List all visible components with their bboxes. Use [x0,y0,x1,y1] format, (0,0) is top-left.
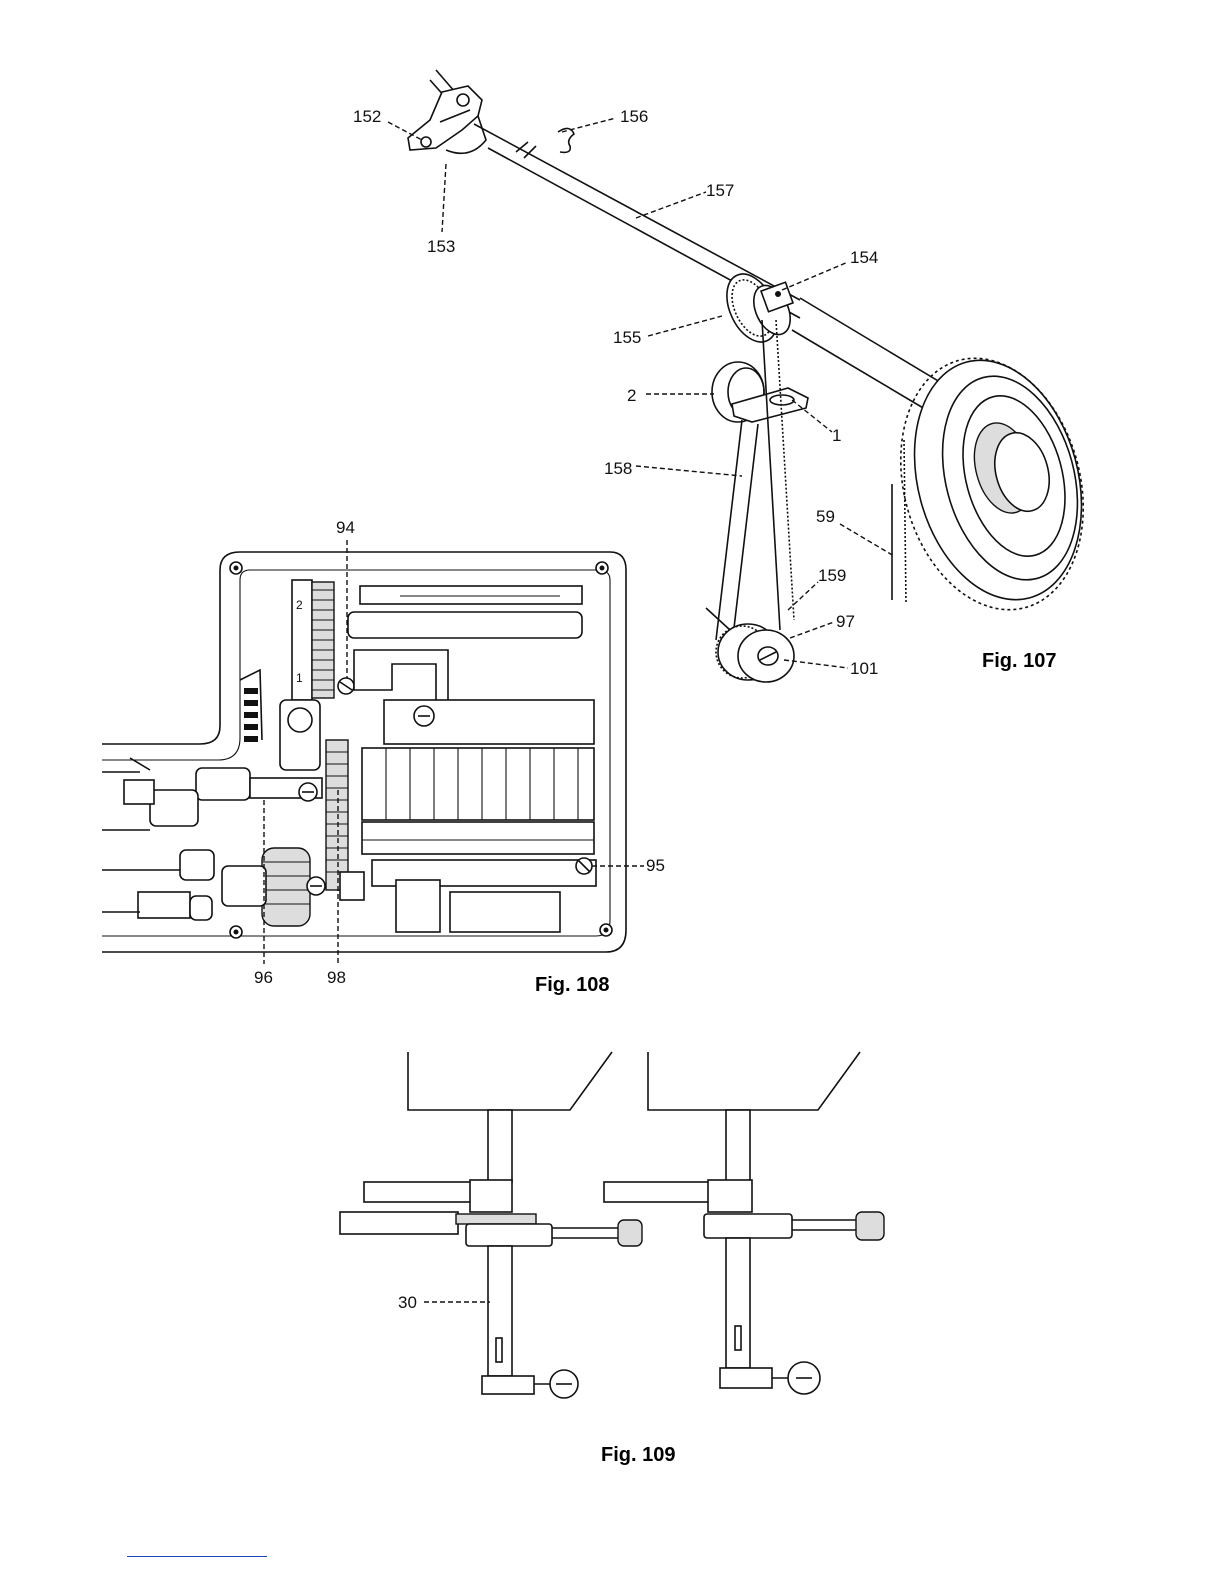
label-97: 97 [836,612,855,631]
presser-assembly-left [340,1052,642,1398]
label-158: 158 [604,459,632,478]
caption-fig-109: Fig. 109 [601,1444,675,1466]
label-59: 59 [816,507,835,526]
gear-train [326,740,364,900]
caption-fig-108: Fig. 108 [535,974,609,996]
figure-109: 30 Fig. 109 [340,1052,884,1466]
lower-pulley [706,608,794,682]
main-shaft [474,124,940,412]
label-154: 154 [850,248,878,267]
label-2: 2 [627,386,636,405]
label-94: 94 [336,518,355,537]
base-rails [102,758,180,912]
screw-94 [338,678,354,694]
label-156: 156 [620,107,648,126]
label-30: 30 [398,1293,417,1312]
label-98: 98 [327,968,346,987]
knurled-wheel [138,848,325,926]
screw-95 [576,858,592,874]
label-155: 155 [613,328,641,347]
label-153: 153 [427,237,455,256]
caption-fig-107: Fig. 107 [982,650,1056,672]
shaft-clamp [408,86,486,153]
dial-mark-1: 1 [296,671,303,685]
lower-plate [372,860,596,932]
presser-assembly-right [604,1052,884,1394]
label-1: 1 [832,426,841,445]
handwheel-belt [892,440,906,604]
handwheel [874,338,1110,631]
cam-stack [362,700,594,854]
label-152: 152 [353,107,381,126]
label-159: 159 [818,566,846,585]
label-95: 95 [646,856,665,875]
top-rail [348,586,582,638]
retaining-ring-156 [558,128,574,152]
winder-pulley [712,362,808,422]
footnote-rule [127,1556,267,1557]
spring [244,688,258,742]
dial-mark-2: 2 [296,598,303,612]
figure-108: 2 1 [102,518,665,996]
label-157: 157 [706,181,734,200]
label-96: 96 [254,968,273,987]
label-101: 101 [850,659,878,678]
